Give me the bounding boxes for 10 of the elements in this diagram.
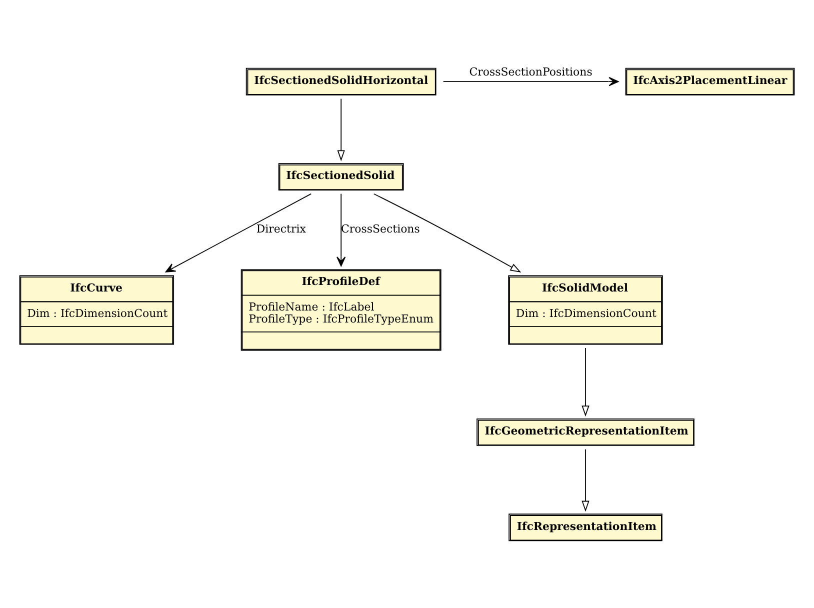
arrow — [373, 192, 522, 272]
arrow — [165, 192, 312, 272]
edge-label: Directrix — [256, 222, 306, 236]
arrow — [442, 76, 619, 86]
arrow — [582, 347, 590, 416]
edge-label: CrossSections — [341, 222, 420, 236]
arrow — [337, 98, 345, 161]
arrow — [582, 448, 590, 512]
edge-label: CrossSectionPositions — [469, 65, 592, 78]
arrow — [336, 192, 346, 266]
